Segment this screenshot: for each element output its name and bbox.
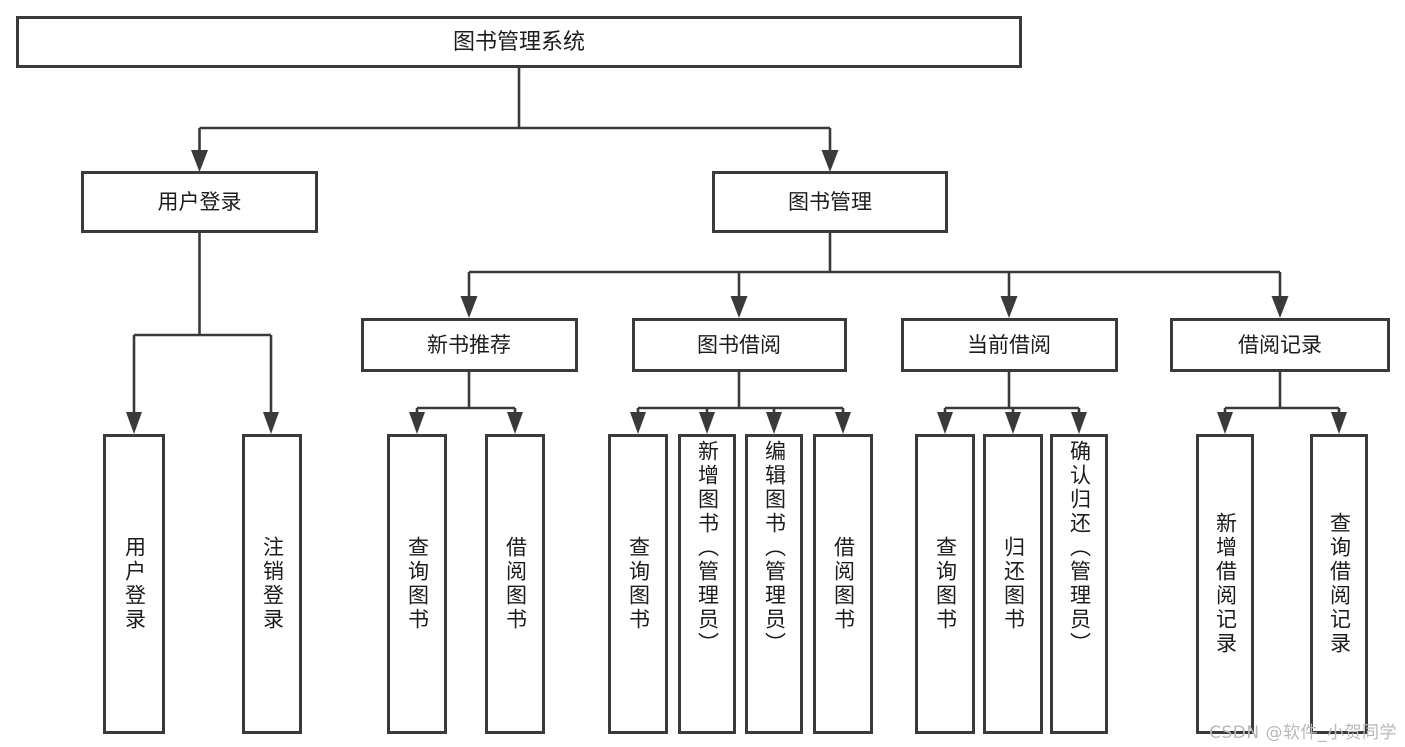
arrow-head-leaf-logout: [263, 412, 279, 434]
node-leaf-return-book-box[interactable]: [983, 434, 1043, 734]
arrow-head-leaf-return-book: [1005, 412, 1021, 434]
arrow-head-leaf-query-book-2: [630, 412, 646, 434]
node-leaf-query-record-box[interactable]: [1310, 434, 1368, 734]
node-borrow-record[interactable]: 借阅记录: [1170, 318, 1390, 372]
arrow-head-leaf-add-record: [1217, 412, 1233, 434]
node-new-book-recommend-label: 新书推荐: [427, 333, 511, 357]
arrow-head-current-borrow: [1000, 296, 1018, 318]
arrow-head-new-book-recommend: [460, 296, 478, 318]
arrow-head-leaf-borrow-book-2: [835, 412, 851, 434]
arrow-head-book-borrow: [730, 296, 748, 318]
node-borrow-record-box[interactable]: [1170, 318, 1390, 372]
node-user-login-label: 用户登录: [158, 190, 242, 214]
node-leaf-query-book-3-box[interactable]: [915, 434, 975, 734]
connectors-group: [126, 68, 1347, 434]
node-book-management[interactable]: 图书管理: [712, 171, 948, 233]
node-root-label: 图书管理系统: [453, 30, 585, 55]
arrow-head-leaf-query-book-1: [409, 412, 425, 434]
node-book-borrow[interactable]: 图书借阅: [632, 318, 847, 372]
node-book-management-box[interactable]: [712, 171, 948, 233]
node-user-login[interactable]: 用户登录: [81, 171, 318, 233]
node-root[interactable]: 图书管理系统: [16, 16, 1022, 68]
node-current-borrow-label: 当前借阅: [967, 333, 1051, 357]
watermark-text: CSDN @软件_小贺同学: [1209, 723, 1397, 743]
nodes-group: 图书管理系统 用户登录 图书管理 新书推荐 图书借阅: [16, 16, 1390, 734]
node-book-borrow-label: 图书借阅: [697, 333, 781, 357]
node-leaf-add-book-box[interactable]: [678, 434, 736, 734]
arrow-head-leaf-add-book: [699, 412, 715, 434]
node-new-book-recommend[interactable]: 新书推荐: [361, 318, 578, 372]
node-leaf-edit-book-box[interactable]: [745, 434, 803, 734]
node-leaf-user-login-box[interactable]: [103, 434, 165, 734]
arrow-head-leaf-edit-book: [766, 412, 782, 434]
node-root-box[interactable]: [16, 16, 1022, 68]
arrow-head-leaf-query-record: [1331, 412, 1347, 434]
arrow-head-book-management: [821, 150, 839, 172]
arrow-head-leaf-confirm-return: [1071, 412, 1087, 434]
node-current-borrow-box[interactable]: [901, 318, 1118, 372]
node-leaf-borrow-book-2-box[interactable]: [813, 434, 873, 734]
node-leaf-logout-box[interactable]: [242, 434, 302, 734]
arrow-head-borrow-record: [1271, 296, 1289, 318]
node-leaf-query-book-2-box[interactable]: [608, 434, 668, 734]
node-leaf-borrow-book-1-box[interactable]: [485, 434, 545, 734]
node-leaf-add-record-box[interactable]: [1196, 434, 1254, 734]
node-leaf-query-book-1-box[interactable]: [387, 434, 447, 734]
node-new-book-recommend-box[interactable]: [361, 318, 578, 372]
node-borrow-record-label: 借阅记录: [1238, 333, 1322, 357]
arrow-head-leaf-user-login: [126, 412, 142, 434]
node-user-login-box[interactable]: [81, 171, 318, 233]
node-leaf-confirm-return-box[interactable]: [1050, 434, 1108, 734]
arrow-head-leaf-query-book-3: [937, 412, 953, 434]
node-current-borrow[interactable]: 当前借阅: [901, 318, 1118, 372]
node-book-borrow-box[interactable]: [632, 318, 847, 372]
arrow-head-leaf-borrow-book-1: [507, 412, 523, 434]
arrow-head-user-login: [191, 150, 208, 172]
node-book-management-label: 图书管理: [788, 190, 872, 214]
